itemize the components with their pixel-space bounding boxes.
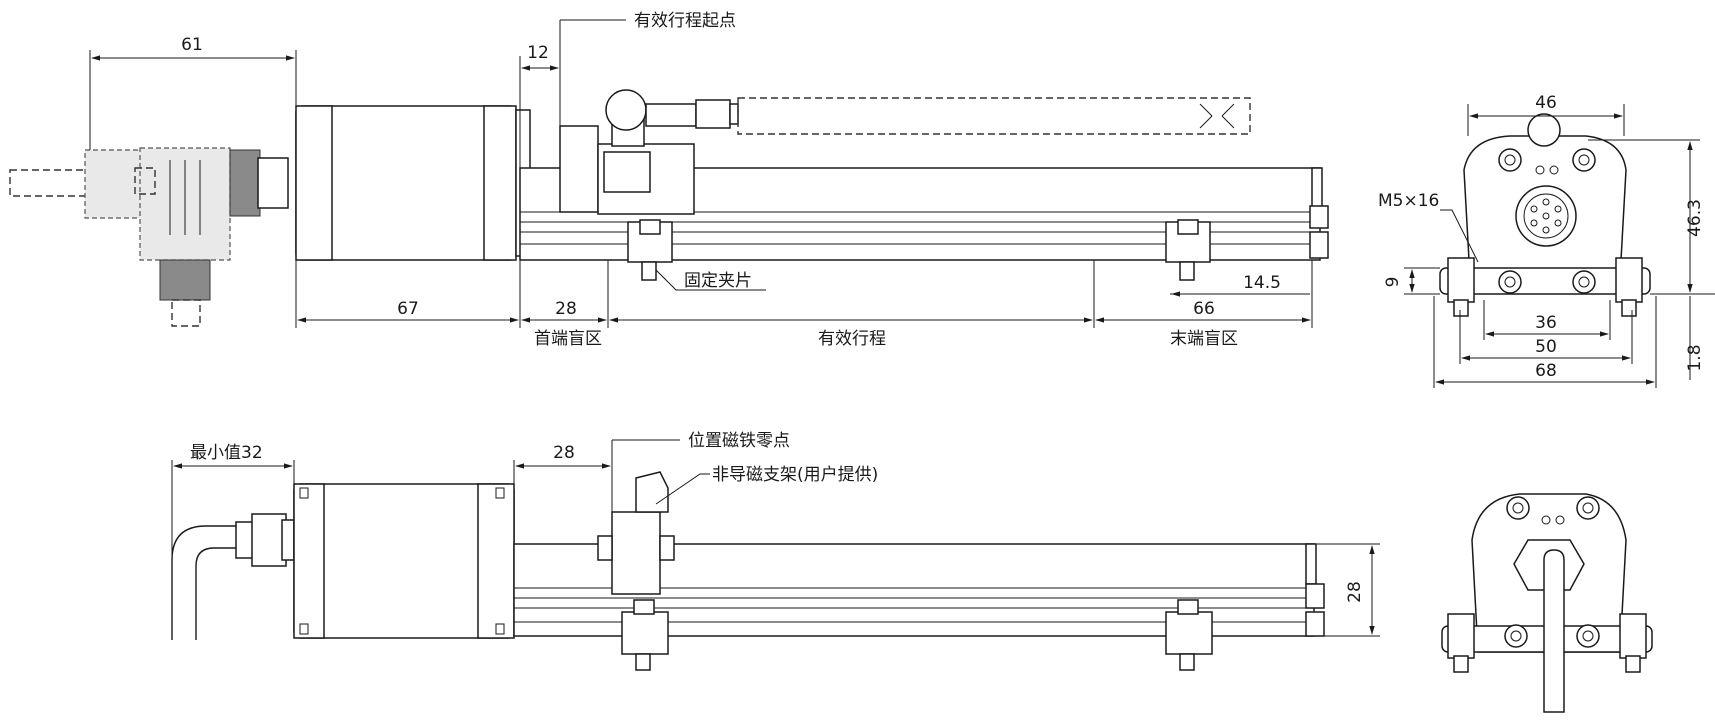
dim-1-8: 1.8 [1685,344,1705,371]
dim-14-5: 14.5 [1243,273,1281,293]
connector-body [84,149,146,219]
expand-arrows-icon [1199,103,1235,129]
label-effective-stroke: 有效行程 [818,329,886,349]
dim-46: 46 [1535,93,1557,113]
label-stroke-start: 有效行程起点 [634,11,736,31]
bottom-side-view: 最小值32 28 位置磁铁零点 非导磁支架(用户提供) 28 [171,431,1380,671]
dim-68: 68 [1535,361,1557,381]
label-bracket: 非导磁支架(用户提供) [712,465,878,485]
cable [171,525,238,640]
dim-61: 61 [181,35,203,55]
knurled-nut-bottom [159,259,211,301]
top-side-view: 61 12 有效行程起点 67 28 首端盲区 有效行程 66 末端盲区 14.… [9,11,1329,349]
connector-pins-icon [1515,185,1577,247]
top-end-view: 46 46.3 9 M5×16 36 50 68 1.8 [1378,93,1715,388]
dim-min-32: 最小值32 [190,443,263,463]
label-magnet-zero: 位置磁铁零点 [688,431,790,451]
dashed-magnet-travel [737,97,1251,135]
dim-67: 67 [397,299,419,319]
dim-9: 9 [1383,277,1403,288]
fixing-clip-bottom-right [1165,611,1213,655]
bottom-end-view [1441,493,1653,713]
magnet-bracket [611,511,661,595]
dim-28-top: 28 [555,299,577,319]
cable-gland [251,513,287,567]
label-screw: M5×16 [1378,191,1439,211]
magnet-slider [559,125,599,213]
dim-12: 12 [527,43,549,63]
knurled-nut [229,149,261,217]
label-tail-dead-zone: 末端盲区 [1170,329,1238,349]
end-view-base [1439,267,1651,295]
dim-66: 66 [1193,299,1215,319]
dim-28-bottom: 28 [553,443,575,463]
dim-28-right: 28 [1345,581,1365,603]
cable-stub [9,169,91,197]
label-head-dead-zone: 首端盲区 [534,329,602,349]
dim-46-3: 46.3 [1685,199,1705,237]
cable-end-view [1543,549,1565,713]
label-fixing-clip: 固定夹片 [684,271,752,291]
dim-50: 50 [1535,337,1557,357]
fixing-clip-bottom-left [621,611,669,655]
dim-36: 36 [1535,313,1557,333]
